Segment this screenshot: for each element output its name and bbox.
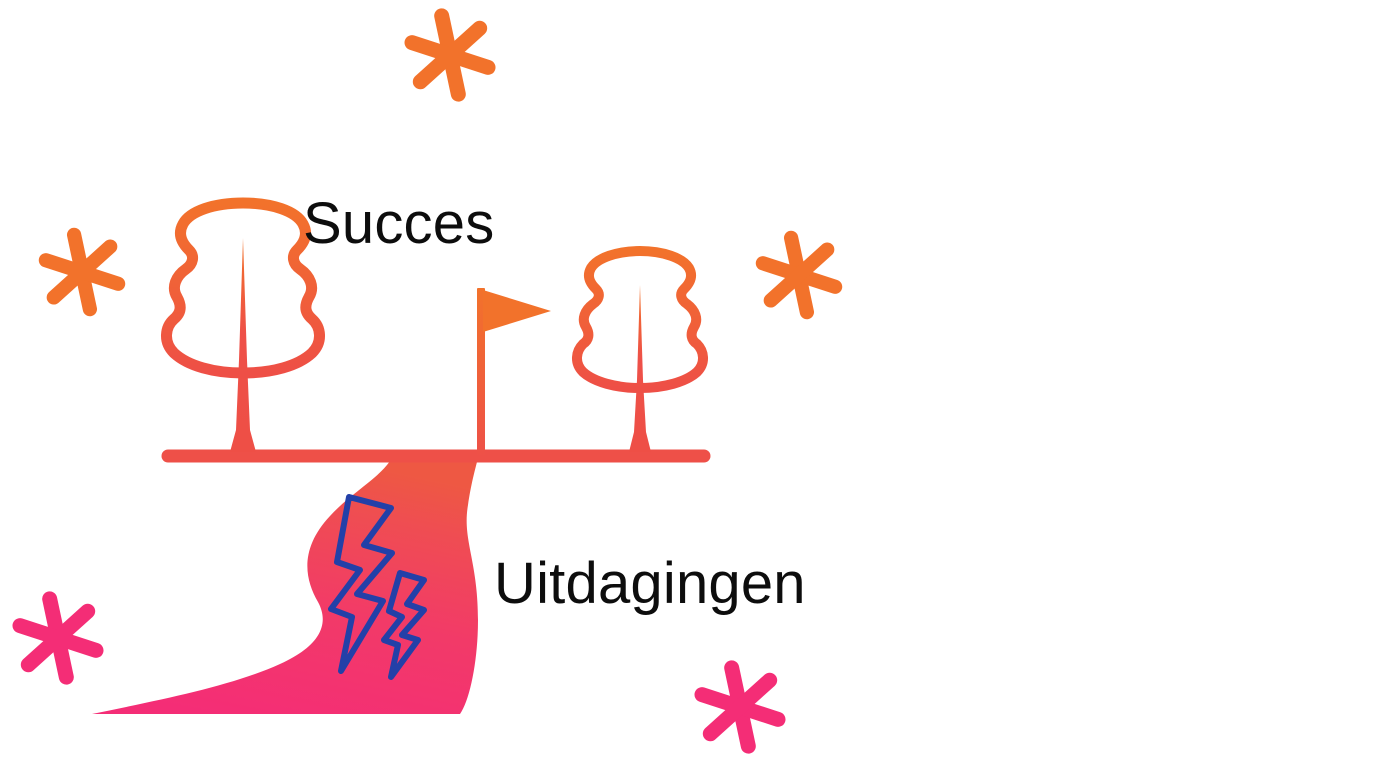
label-uitdagingen: Uitdagingen [494,551,806,616]
goal-flag [477,288,551,458]
asterisk-top-center [408,9,492,102]
asterisk-bottom-right [698,661,782,754]
tree-left [161,197,325,452]
lightning-bolt-small [381,570,427,680]
tree-right-canopy [572,246,708,393]
tree-right [572,246,708,452]
asterisk-left-upper [42,228,122,316]
asterisk-right-upper [759,231,839,319]
lightning-bolt-large [328,494,395,674]
asterisk-left-lower [16,592,100,685]
tree-right-trunk [629,285,651,452]
tree-left-canopy [161,197,325,379]
flag-banner [483,290,551,332]
label-succes: Succes [303,191,495,256]
tree-left-trunk [230,238,256,452]
